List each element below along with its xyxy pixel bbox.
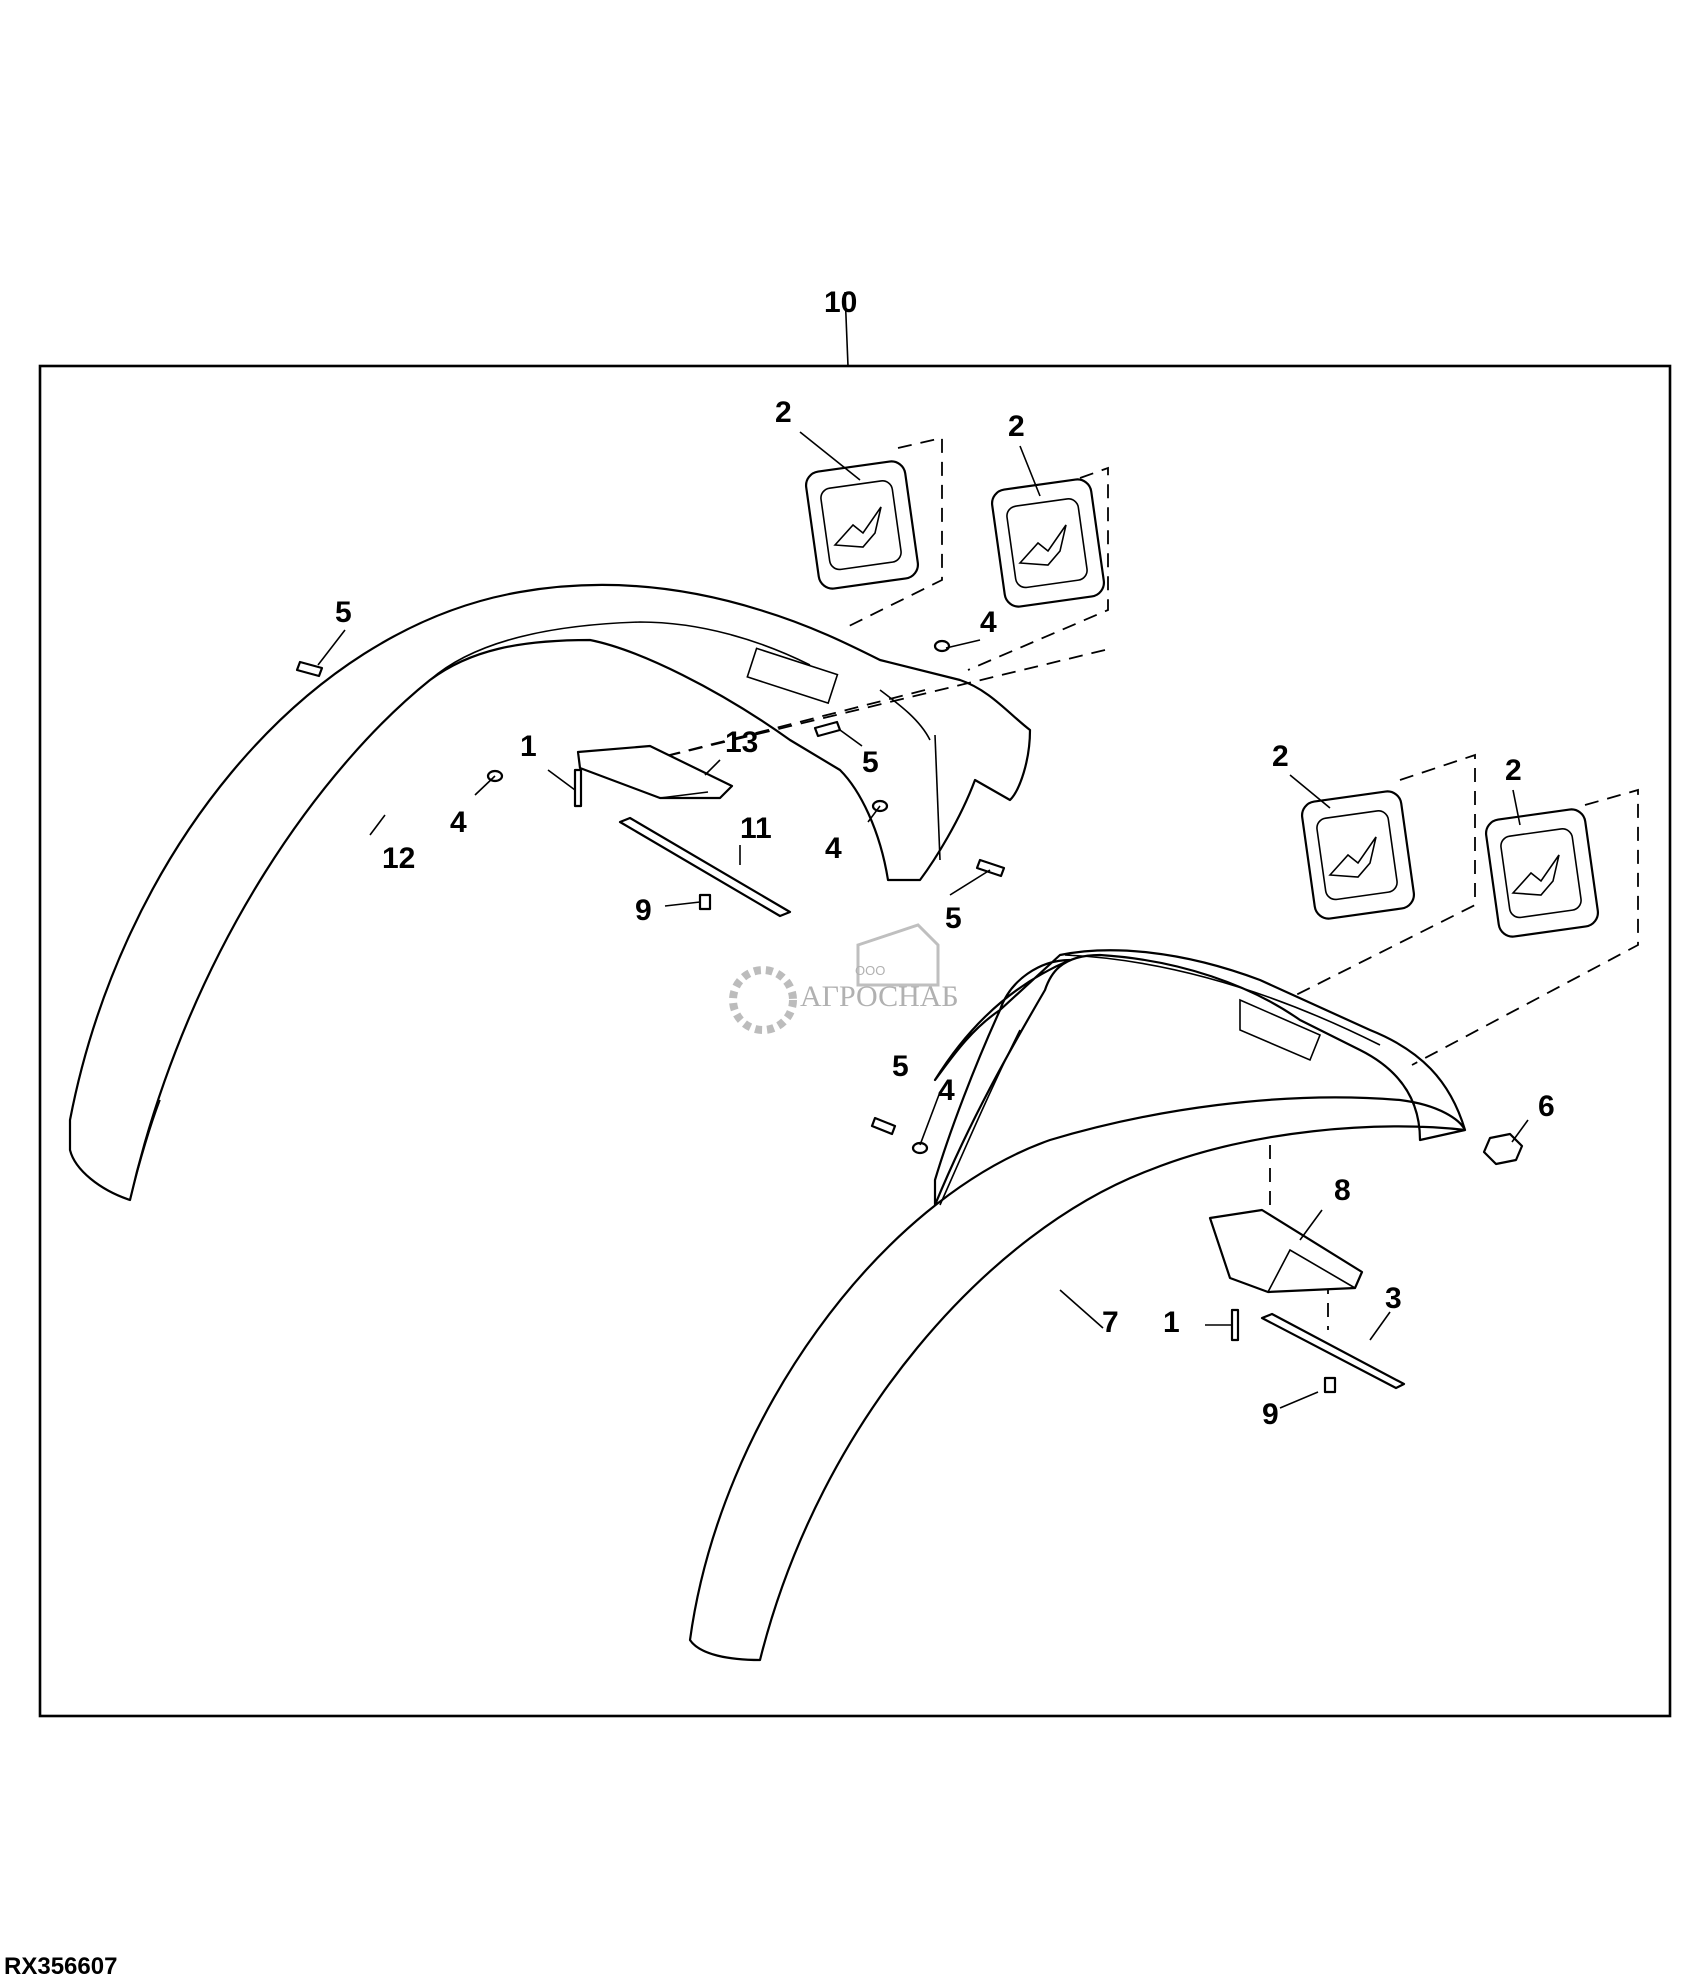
deer-logo-icon	[833, 506, 882, 548]
callout-nut-right: 6	[1538, 1090, 1555, 1123]
gear-logo-icon	[729, 966, 797, 1034]
callout-bracket-right: 8	[1334, 1174, 1351, 1207]
callout-washer-d: 4	[938, 1074, 955, 1107]
callout-strip-right: 3	[1385, 1282, 1402, 1315]
assembly-leader	[844, 291, 849, 367]
assembly-lines	[649, 436, 1639, 1330]
figure-id: RX356607	[4, 1953, 117, 1980]
callout-washer-c: 4	[825, 832, 842, 865]
rivet-icon	[295, 660, 324, 678]
strip-11	[618, 816, 792, 918]
callout-pin-left: 1	[520, 730, 537, 763]
assembly-callout: 10	[824, 286, 857, 319]
assembly-frame	[38, 364, 1672, 1718]
bracket-13	[576, 744, 734, 800]
callout-bracket-left: 13	[725, 726, 758, 759]
callout-pin-right: 1	[1163, 1306, 1180, 1339]
callout-rivet-left-mid: 5	[862, 746, 879, 779]
pin-icon	[1230, 1308, 1240, 1342]
bracket-8	[1208, 1208, 1364, 1294]
callout-washer-a: 4	[980, 606, 997, 639]
emblem-2-c	[1300, 790, 1416, 920]
strip-3	[1260, 1312, 1406, 1390]
screw-icon	[1323, 1376, 1337, 1394]
callout-rivet-right: 5	[892, 1050, 909, 1083]
hardware	[295, 639, 1524, 1394]
callout-emblem-b: 2	[1008, 410, 1025, 443]
deer-logo-icon	[1328, 836, 1377, 878]
callout-screw-left: 9	[635, 894, 652, 927]
watermark: ООО АГРОСНАБ	[729, 923, 959, 1034]
deer-logo-icon	[1511, 854, 1560, 896]
pin-icon	[573, 768, 583, 808]
left-fender	[68, 583, 1032, 1202]
watermark-name: АГРОСНАБ	[800, 980, 959, 1013]
nut-icon	[1482, 1132, 1524, 1166]
callout-fender-left: 12	[382, 842, 415, 875]
callout-rivet-left-low: 5	[945, 902, 962, 935]
callout-rivet-left-top: 5	[335, 596, 352, 629]
screw-icon	[698, 893, 712, 911]
emblem-2-b	[990, 478, 1106, 608]
right-fender	[688, 949, 1467, 1662]
rivet-icon	[975, 858, 1006, 878]
callout-washer-b: 4	[450, 806, 467, 839]
watermark-prefix: ООО	[855, 963, 885, 978]
callout-emblem-c: 2	[1272, 740, 1289, 773]
washer-icon	[933, 639, 951, 653]
deer-logo-icon	[1018, 524, 1067, 566]
callout-emblem-d: 2	[1505, 754, 1522, 787]
callout-strip-left: 11	[740, 812, 772, 845]
emblem-2-a	[804, 460, 920, 590]
emblem-2-d	[1484, 808, 1600, 938]
harvester-logo-icon	[856, 923, 940, 987]
callout-emblem-a: 2	[775, 396, 792, 429]
leaders	[317, 431, 1529, 1409]
rivet-icon	[870, 1116, 897, 1136]
callout-fender-right: 7	[1102, 1306, 1119, 1339]
callout-screw-right: 9	[1262, 1398, 1279, 1431]
